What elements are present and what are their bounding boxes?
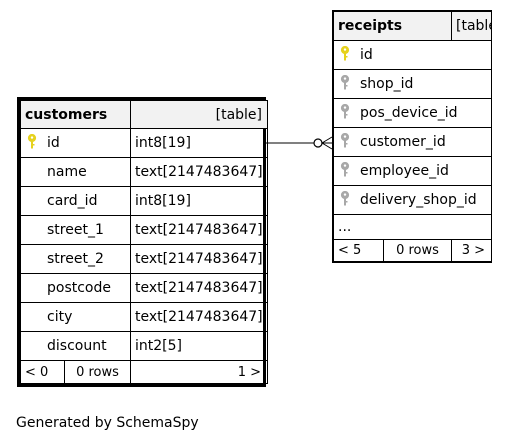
column-name: employee_id <box>360 163 449 179</box>
column-name: street_2 <box>47 251 104 267</box>
column-row[interactable]: employee_id <box>332 156 493 186</box>
children-count[interactable]: 1 > <box>130 360 269 384</box>
column-name-cell: id <box>332 40 493 70</box>
column-name: city <box>47 309 73 325</box>
more-indicator: ... <box>332 214 493 240</box>
column-row[interactable]: card_id int8[19] <box>19 186 269 216</box>
column-name-cell: city <box>19 302 132 332</box>
column-name-cell: pos_device_id <box>332 98 493 128</box>
column-row[interactable]: shop_id <box>332 69 493 99</box>
column-name-cell: card_id <box>19 186 132 216</box>
table-name: customers <box>19 100 132 129</box>
column-name: street_1 <box>47 222 104 238</box>
column-type: text[2147483647] <box>130 302 269 332</box>
column-type: int8[19] <box>130 186 269 216</box>
foreign-key-icon <box>338 75 360 90</box>
crowfoot-lower <box>321 142 333 150</box>
primary-key-icon <box>25 134 47 149</box>
column-name-cell: postcode <box>19 273 132 303</box>
table-kind: [table] <box>130 100 269 129</box>
foreign-key-icon <box>338 104 360 119</box>
key-spacer <box>25 309 47 323</box>
column-row[interactable]: name text[2147483647] <box>19 157 269 187</box>
key-spacer <box>25 193 47 207</box>
foreign-key-icon <box>338 133 360 148</box>
column-type: text[2147483647] <box>130 157 269 187</box>
column-type: text[2147483647] <box>130 244 269 274</box>
column-row[interactable]: id <box>332 40 493 70</box>
column-name: shop_id <box>360 76 414 92</box>
column-name: delivery_shop_id <box>360 192 477 208</box>
rows-count: 0 rows <box>382 239 453 262</box>
column-name-cell: street_2 <box>19 244 132 274</box>
column-row[interactable]: city text[2147483647] <box>19 302 269 332</box>
column-name-cell: employee_id <box>332 156 493 186</box>
column-name-cell: street_1 <box>19 215 132 245</box>
column-row[interactable]: postcode text[2147483647] <box>19 273 269 303</box>
receipts-footer: < 5 0 rows 3 > <box>333 239 493 262</box>
column-row[interactable]: customer_id <box>332 127 493 157</box>
key-spacer <box>25 251 47 265</box>
key-spacer <box>25 280 47 294</box>
column-name: pos_device_id <box>360 105 458 121</box>
column-row[interactable]: street_2 text[2147483647] <box>19 244 269 274</box>
column-name-cell: discount <box>19 331 132 361</box>
column-row[interactable]: discount int2[5] <box>19 331 269 361</box>
column-row[interactable]: street_1 text[2147483647] <box>19 215 269 245</box>
foreign-key-icon <box>338 162 360 177</box>
column-name: card_id <box>47 193 98 209</box>
generated-by-label: Generated by SchemaSpy <box>16 415 199 431</box>
customers-footer: < 0 0 rows 1 > <box>20 360 269 384</box>
column-type: text[2147483647] <box>130 273 269 303</box>
customers-header: customers [table] <box>19 100 269 129</box>
parents-count[interactable]: < 5 <box>333 239 384 262</box>
column-type: int8[19] <box>130 128 269 158</box>
rows-count: 0 rows <box>63 360 132 384</box>
parents-count[interactable]: < 0 <box>20 360 65 384</box>
column-name: postcode <box>47 280 111 296</box>
column-row[interactable]: id int8[19] <box>19 128 269 158</box>
table-name: receipts <box>332 11 453 41</box>
column-name-cell: id <box>19 128 132 158</box>
column-name-cell: delivery_shop_id <box>332 185 493 215</box>
column-name: name <box>47 164 87 180</box>
primary-key-icon <box>338 46 360 61</box>
column-type: int2[5] <box>130 331 269 361</box>
column-name: customer_id <box>360 134 446 150</box>
foreign-key-icon <box>338 191 360 206</box>
children-count[interactable]: 3 > <box>451 239 493 262</box>
key-spacer <box>25 164 47 178</box>
table-kind: [table] <box>451 11 493 41</box>
more-columns: ... <box>332 214 493 240</box>
crowfoot-upper <box>321 136 333 144</box>
column-type: text[2147483647] <box>130 215 269 245</box>
customers-table[interactable]: customers [table] id int8[19] name text[214… <box>17 97 269 387</box>
column-name: id <box>47 135 60 151</box>
column-name: id <box>360 47 373 63</box>
column-name-cell: shop_id <box>332 69 493 99</box>
zero-marker <box>313 138 323 148</box>
key-spacer <box>25 222 47 236</box>
column-name-cell: name <box>19 157 132 187</box>
column-name: discount <box>47 338 107 354</box>
column-row[interactable]: pos_device_id <box>332 98 493 128</box>
key-spacer <box>25 338 47 352</box>
column-row[interactable]: delivery_shop_id <box>332 185 493 215</box>
receipts-table[interactable]: receipts [table] id shop_id pos_device_idc… <box>332 10 493 263</box>
receipts-header: receipts [table] <box>332 11 493 41</box>
column-name-cell: customer_id <box>332 127 493 157</box>
